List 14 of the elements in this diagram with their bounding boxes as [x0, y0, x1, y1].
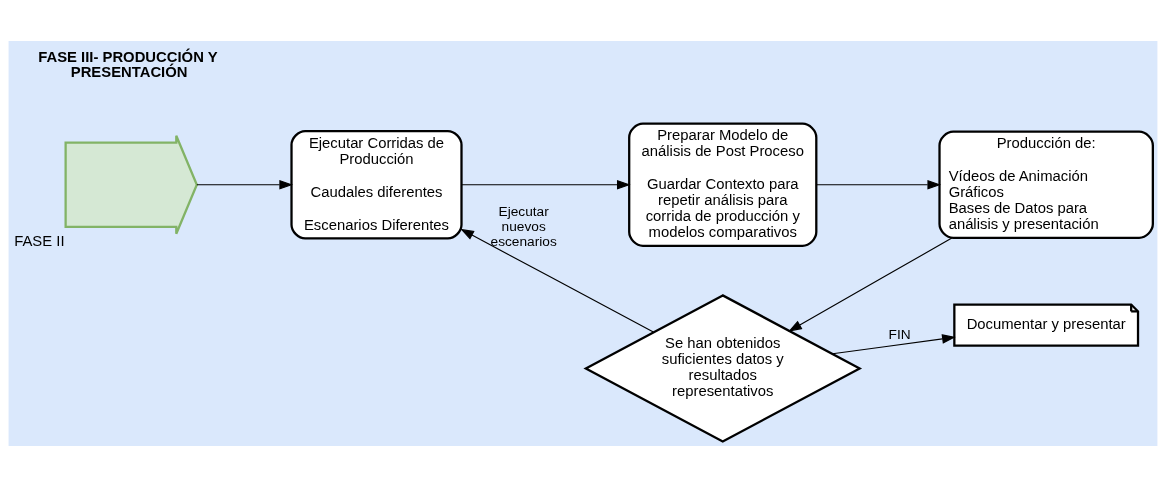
arrow — [196, 179, 294, 190]
edge-label: Ejecutar nuevos escenarios — [490, 203, 557, 249]
node-box: Producción de: Vídeos de Animación Gráficos Bases de Datos para análisis y presentación — [938, 130, 1154, 239]
node-diamond: Se han obtenidos suficientes datos y resultados representativos — [583, 293, 863, 443]
label: FASE III- PRODUCCIÓN Y PRESENTACIÓN — [38, 48, 218, 80]
arrow — [788, 236, 953, 332]
node-label: FASE II — [14, 232, 65, 249]
arrow — [815, 179, 942, 190]
arrow — [832, 333, 956, 354]
node-box: Preparar Modelo de análisis de Post Proceso Guardar Contexto para repetir análisis para corrida de producción y modelos comparativos — [628, 122, 818, 247]
edge-label: FIN — [888, 326, 911, 342]
arrow — [461, 179, 631, 190]
arrow — [460, 228, 654, 333]
node-box: Ejecutar Corridas de Producción Caudales diferentes Escenarios Diferentes — [290, 129, 463, 239]
